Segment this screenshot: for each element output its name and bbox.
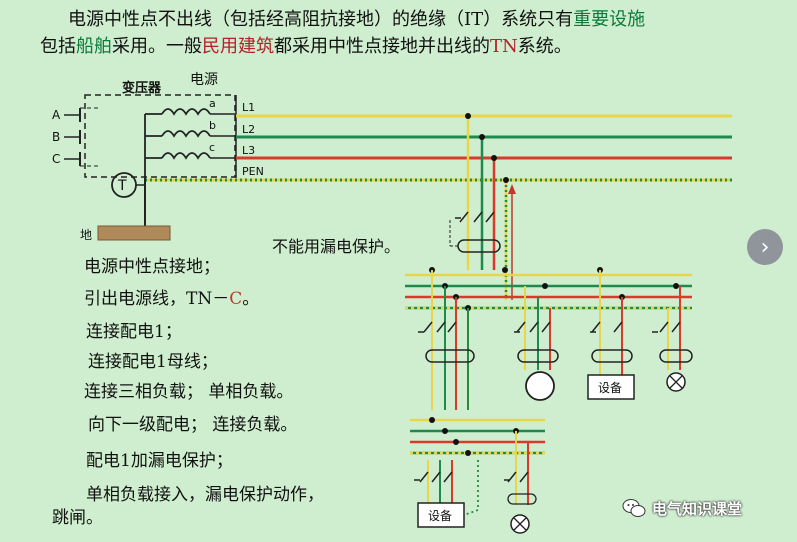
step-2: 引出电源线，TN－C。: [84, 284, 259, 309]
intro-line1-a: 电源中性点不出线（包括经高阻抗接地）的绝缘（IT）系统只有: [68, 9, 574, 30]
winding-tap-b: b: [209, 119, 216, 132]
intro-line1-b: 重要设施: [573, 9, 646, 30]
step-7: 配电1加漏电保护；: [86, 446, 233, 471]
phase-input-b: B: [52, 130, 60, 144]
intro-line2-e: 都采用中性点接地并出线的: [274, 36, 490, 57]
intro-line2-d: 民用建筑: [202, 36, 274, 57]
step-9: 跳闸。: [52, 503, 103, 528]
phase-input-a: A: [52, 108, 61, 122]
bus-label-l1: L1: [242, 101, 255, 114]
step-2-text: 引出电源线，TN－: [84, 289, 230, 309]
step-2-tail: 。: [242, 289, 260, 309]
intro-line2-c: 采用。一般: [112, 36, 202, 57]
step-1: 电源中性点接地；: [84, 252, 220, 277]
motor-load-branch: [514, 286, 559, 401]
ground-label: 地: [80, 228, 92, 242]
winding-tap-c: c: [209, 141, 215, 154]
single-phase-branch: 设备: [587, 270, 635, 400]
step-8-text: 单相负载接入，漏电保护动作，: [86, 485, 324, 505]
transformer-windings: a b c: [144, 97, 236, 176]
step-7-text: 配电1加漏电保护；: [86, 451, 233, 471]
device-label-1: 设备: [598, 381, 622, 395]
earth-block: [97, 225, 171, 241]
intro-line2-b: 船舶: [76, 36, 112, 57]
step-9-text: 跳闸。: [52, 508, 103, 528]
device-box-1: [587, 374, 635, 400]
device-box-2: [417, 502, 465, 528]
phase-inputs: A B C: [52, 107, 100, 167]
dist-board-2: 设备: [410, 417, 545, 534]
bus-label-pen: PEN: [242, 165, 264, 178]
step-1-text: 电源中性点接地；: [84, 257, 220, 277]
wechat-icon: [622, 499, 646, 517]
main-bus: L1 L2 L3 PEN: [145, 101, 732, 182]
step-4: 连接配电1母线；: [88, 347, 218, 372]
feeder-1: [449, 113, 516, 300]
transformer-label: 变压器: [122, 80, 162, 96]
dist-board-1-bus: [405, 267, 692, 311]
bus-label-l2: L2: [242, 123, 255, 136]
intro-line2-a: 包括: [40, 36, 76, 57]
step-3: 连接配电1；: [86, 317, 182, 342]
three-phase-branch: [418, 270, 475, 410]
step-8: 单相负载接入，漏电保护动作，: [86, 480, 324, 505]
source-label: 电源: [190, 72, 218, 88]
note-no-rcd: 不能用漏电保护。: [272, 237, 400, 256]
phase-input-c: C: [52, 152, 60, 166]
winding-tap-a: a: [209, 97, 216, 110]
step-5-text: 连接三相负载； 单相负载。: [84, 382, 294, 402]
bus-label-l3: L3: [242, 144, 255, 157]
device-label-2: 设备: [428, 509, 452, 523]
lamp-branch: [652, 286, 693, 392]
step-6: 向下一级配电； 连接负载。: [88, 410, 297, 435]
step-2-accent: C: [229, 289, 243, 309]
step-5: 连接三相负载； 单相负载。: [84, 377, 293, 402]
intro-text: 电源中性点不出线（包括经高阻抗接地）的绝缘（IT）系统只有重要设施 包括船舶采用…: [40, 6, 780, 60]
rcd-branch-1: [425, 349, 475, 363]
next-slide-button[interactable]: ›: [747, 229, 783, 265]
chevron-right-icon: ›: [760, 234, 770, 260]
intro-line2-f: TN: [490, 36, 518, 57]
transformer-symbol: T: [117, 178, 127, 194]
step-6-text: 向下一级配电； 连接负载。: [88, 415, 298, 435]
step-4-text: 连接配电1母线；: [88, 352, 218, 372]
neutral-grounding: T 地: [80, 172, 171, 242]
intro-line2-g: 系统。: [517, 36, 572, 57]
motor-symbol: [525, 371, 555, 401]
step-3-text: 连接配电1；: [86, 322, 182, 342]
watermark: 电气知识课堂: [622, 497, 742, 519]
watermark-text: 电气知识课堂: [652, 499, 743, 518]
